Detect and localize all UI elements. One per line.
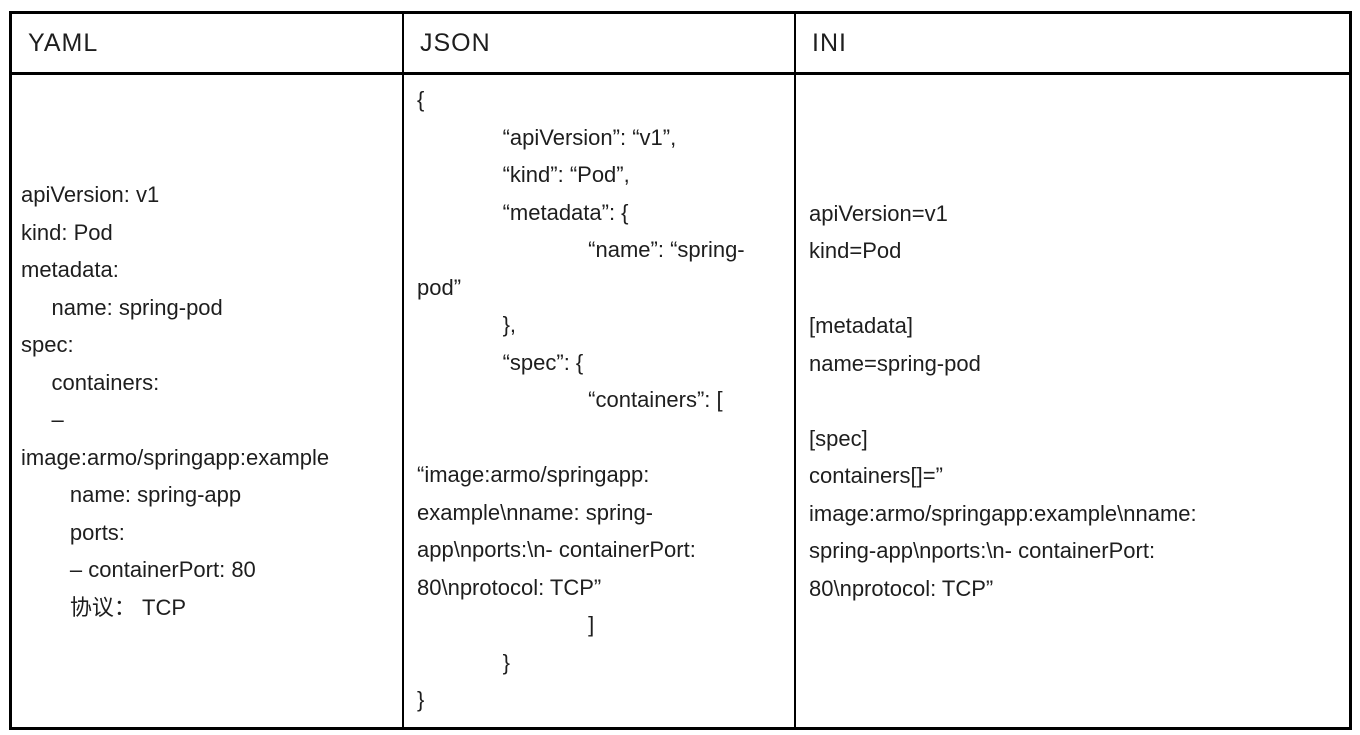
ini-code-block: apiVersion=v1 kind=Pod [metadata] name=s…: [809, 200, 1197, 601]
column-header-ini: INI: [794, 14, 1349, 72]
column-header-ini-label: INI: [812, 28, 847, 57]
column-header-json: JSON: [402, 14, 794, 72]
table-body-row: apiVersion: v1 kind: Pod metadata: name:…: [12, 75, 1349, 727]
column-header-json-label: JSON: [420, 28, 491, 57]
json-code-cell: { “apiVersion”: “v1”, “kind”: “Pod”, “me…: [402, 75, 794, 727]
json-code-block: { “apiVersion”: “v1”, “kind”: “Pod”, “me…: [417, 87, 745, 712]
format-comparison-table: YAML JSON INI apiVersion: v1 kind: Pod m…: [9, 11, 1352, 730]
column-header-yaml: YAML: [12, 14, 402, 72]
yaml-code-block: apiVersion: v1 kind: Pod metadata: name:…: [21, 182, 330, 620]
yaml-code-cell: apiVersion: v1 kind: Pod metadata: name:…: [12, 75, 402, 727]
column-header-yaml-label: YAML: [28, 28, 99, 57]
table-header-row: YAML JSON INI: [12, 14, 1349, 75]
ini-code-cell: apiVersion=v1 kind=Pod [metadata] name=s…: [794, 75, 1349, 727]
